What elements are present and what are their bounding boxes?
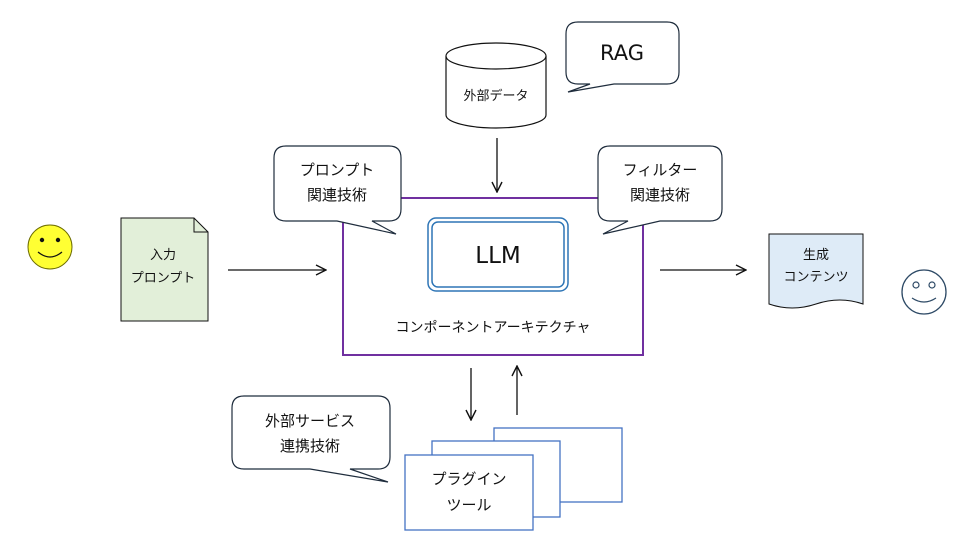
filter-tech-bubble: フィルター 関連技術 bbox=[597, 145, 723, 235]
recipient-smiley-icon bbox=[901, 269, 947, 315]
input-label-line1: 入力 bbox=[150, 248, 176, 263]
plugin-label-line1: プラグイン bbox=[431, 470, 506, 488]
filter-bubble-line2: 関連技術 bbox=[630, 186, 690, 204]
output-label-line1: 生成 bbox=[803, 248, 829, 263]
prompt-bubble-line2: 関連技術 bbox=[307, 186, 367, 204]
output-label-line2: コンテンツ bbox=[783, 270, 848, 285]
external-service-bubble: 外部サービス 連携技術 bbox=[231, 395, 391, 483]
input-prompt-document: 入力 プロンプト bbox=[120, 217, 209, 322]
external-data-cylinder: 外部データ bbox=[445, 42, 547, 129]
generated-content-document: 生成 コンテンツ bbox=[768, 233, 864, 309]
service-bubble-line2: 連携技術 bbox=[280, 437, 340, 455]
llm-box: LLM bbox=[427, 217, 569, 292]
service-bubble-line1: 外部サービス bbox=[265, 412, 355, 430]
llm-label: LLM bbox=[475, 243, 520, 269]
plugin-tools-stack: プラグイン ツール bbox=[404, 427, 623, 531]
architecture-label: コンポーネントアーキテクチャ bbox=[395, 320, 590, 336]
rag-label: RAG bbox=[600, 41, 644, 65]
prompt-bubble-line1: プロンプト bbox=[300, 161, 375, 179]
input-label-line2: プロンプト bbox=[131, 271, 196, 286]
user-smiley-icon bbox=[27, 224, 73, 270]
external-data-label: 外部データ bbox=[463, 88, 528, 104]
rag-bubble: RAG bbox=[565, 21, 680, 93]
filter-bubble-line1: フィルター bbox=[623, 161, 698, 179]
plugin-label-line2: ツール bbox=[446, 496, 491, 514]
prompt-tech-bubble: プロンプト 関連技術 bbox=[273, 145, 402, 235]
